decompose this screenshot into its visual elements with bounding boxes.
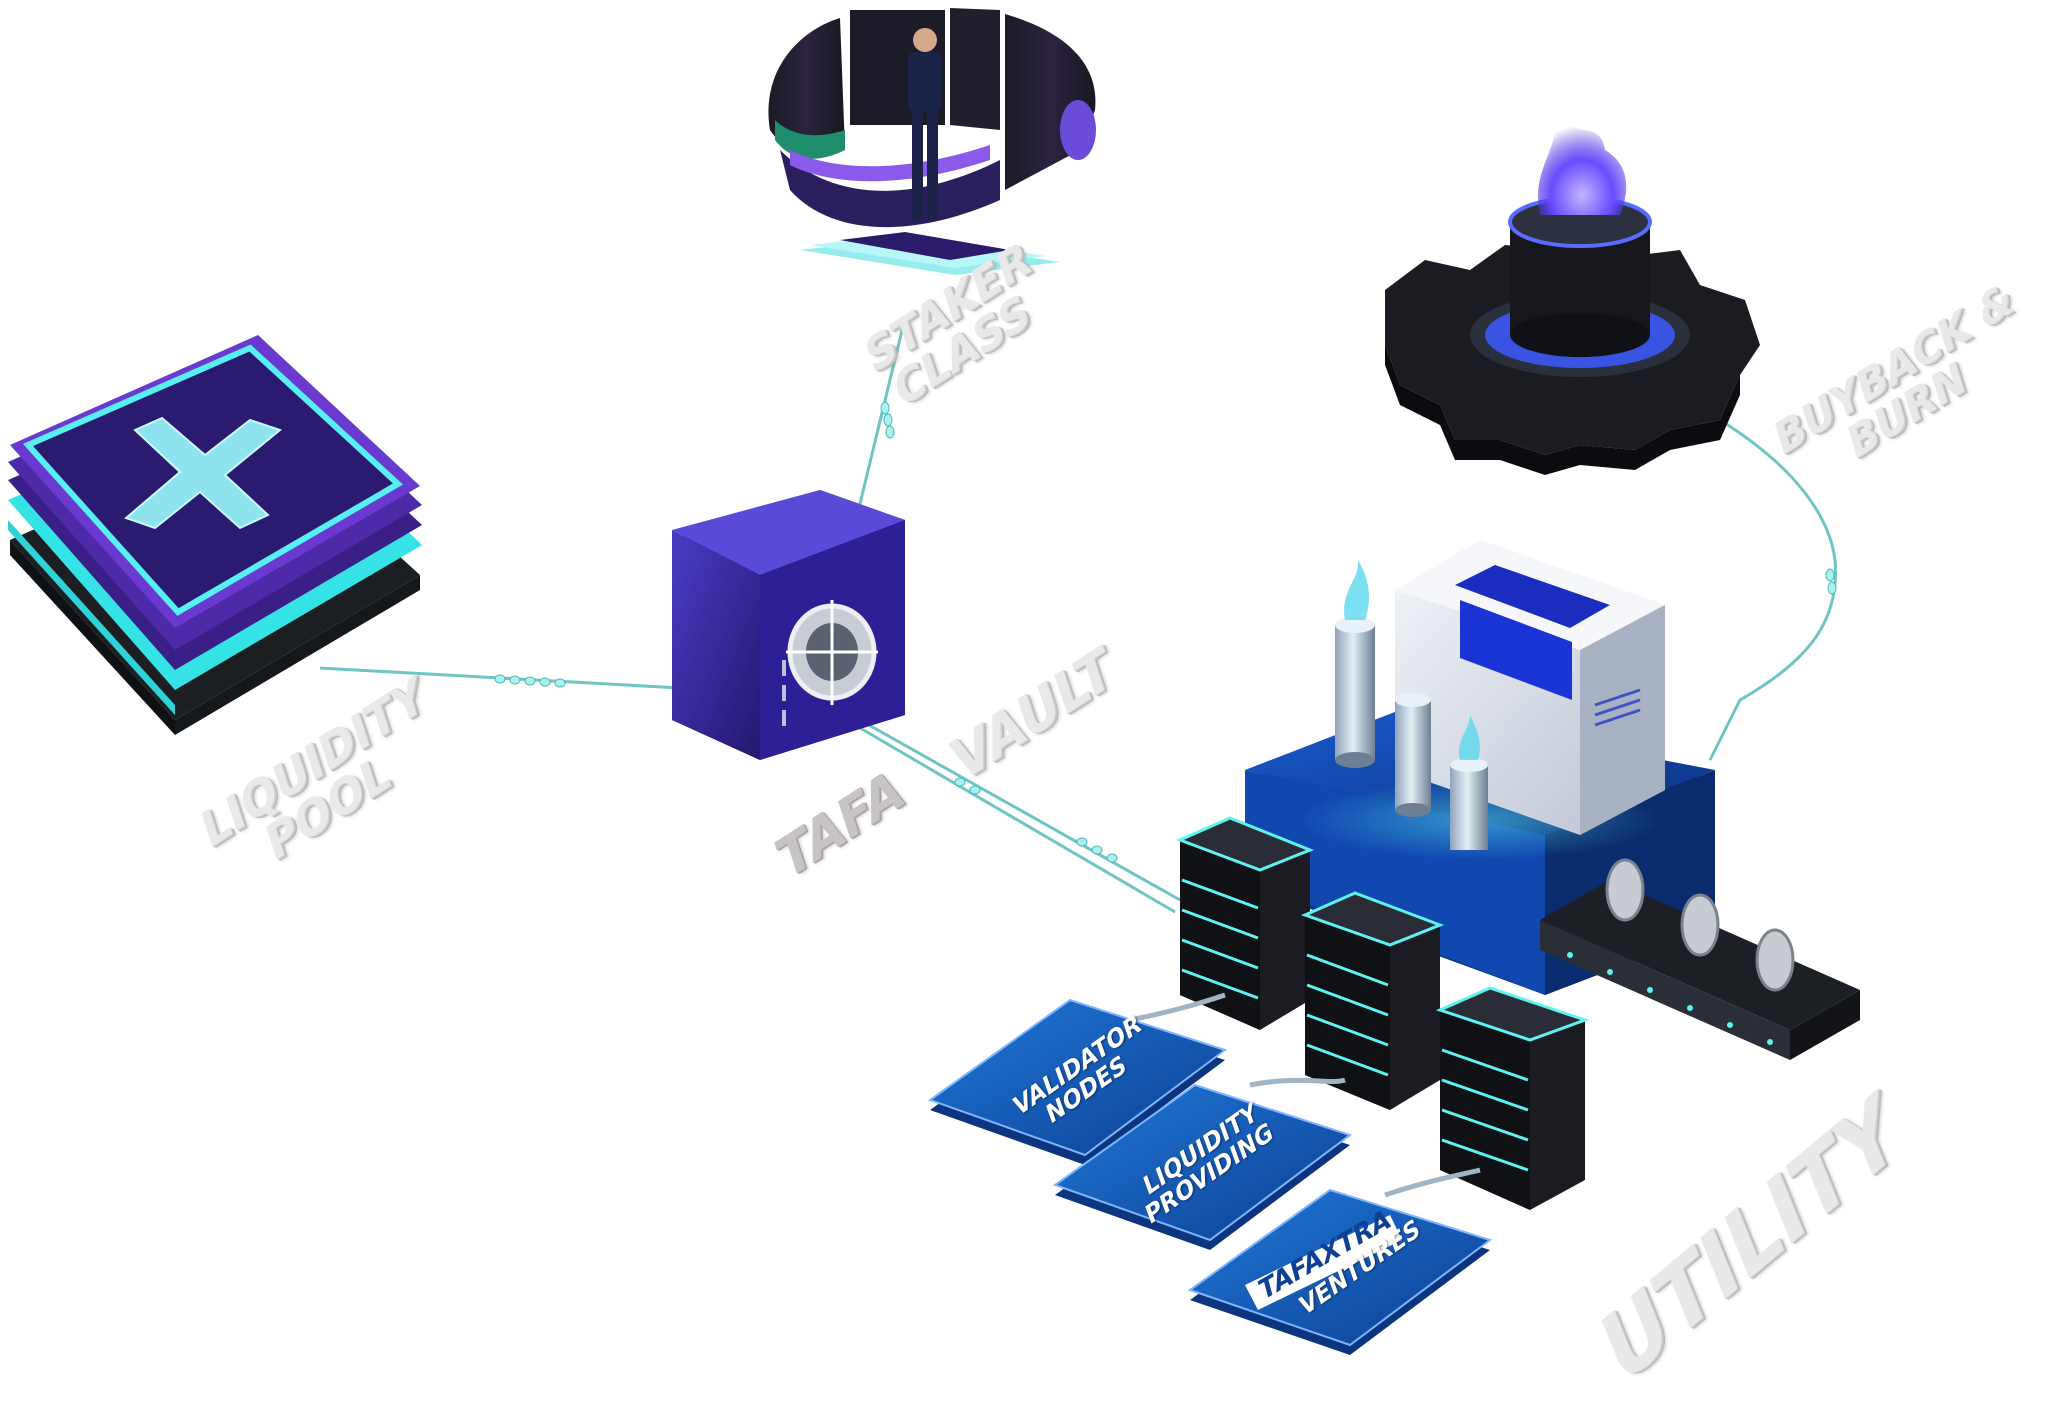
liquidity-providing-tag xyxy=(1052,1083,1353,1250)
connector-burn-utility xyxy=(1708,418,1838,761)
connector-vault-staker xyxy=(856,317,907,513)
conveyor-belt-icon xyxy=(1540,858,1860,1060)
validator-nodes-tag xyxy=(927,998,1228,1165)
cylinder-icons xyxy=(1335,560,1488,850)
coin-icon xyxy=(1605,858,1645,922)
flame-icon xyxy=(1537,115,1627,215)
server-rack-2 xyxy=(1300,891,1445,1110)
coin-icon xyxy=(1680,893,1720,957)
liquidity-pool-stack xyxy=(8,335,422,735)
connector-vault-utility-2 xyxy=(859,726,1176,914)
server-rack-3 xyxy=(1435,986,1590,1210)
connector-vault-utility xyxy=(859,718,1181,902)
server-rack-1 xyxy=(1176,816,1315,1030)
buyback-burn-gear xyxy=(1385,115,1760,475)
blue-screen-icon xyxy=(1455,565,1610,628)
vault-safe xyxy=(672,490,905,760)
coin-icon xyxy=(1755,928,1795,992)
tafa-ecosystem-diagram xyxy=(8,8,1860,1355)
x-logo-icon xyxy=(124,416,283,530)
businessman-figure-icon xyxy=(908,28,942,220)
staker-class-hologram xyxy=(768,8,1096,275)
connector-beads xyxy=(494,401,1837,863)
tafaxtra-ventures-tag xyxy=(1187,1188,1493,1355)
utility-factory xyxy=(1129,540,1860,1210)
